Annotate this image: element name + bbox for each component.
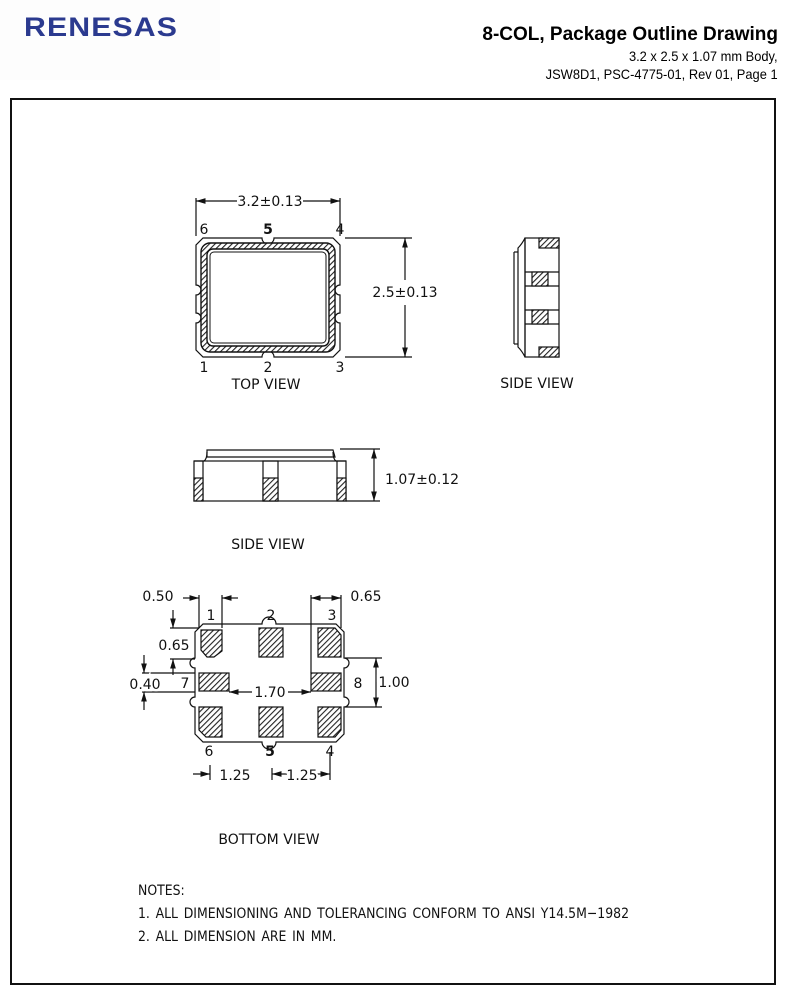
notes-heading: NOTES: bbox=[138, 883, 185, 899]
bottom-pin-8: 8 bbox=[354, 676, 363, 692]
bottom-dim-pitch-left: 1.25 bbox=[219, 768, 250, 784]
side-view-height-dim: 1.07±0.12 bbox=[385, 472, 459, 488]
bottom-pin-3: 3 bbox=[328, 608, 337, 624]
top-pin-6: 6 bbox=[200, 222, 209, 238]
side-view-right-label: SIDE VIEW bbox=[500, 376, 574, 392]
logo-area: RENESAS bbox=[0, 0, 220, 80]
top-pin-1: 1 bbox=[200, 360, 209, 376]
bottom-dim-side-pad-gap: 1.70 bbox=[254, 685, 285, 701]
bottom-dim-side-pad-height: 0.40 bbox=[129, 677, 160, 693]
bottom-view-label: BOTTOM VIEW bbox=[218, 832, 319, 848]
bottom-view bbox=[141, 595, 382, 780]
top-view bbox=[195, 198, 412, 358]
bottom-pin-7: 7 bbox=[181, 676, 190, 692]
top-pin-2: 2 bbox=[264, 360, 273, 376]
drawing-title-block: 8-COL, Package Outline Drawing 3.2 x 2.5… bbox=[482, 23, 778, 83]
top-pin-4: 4 bbox=[336, 222, 345, 238]
top-view-height-dim: 2.5±0.13 bbox=[372, 285, 437, 301]
side-view-front bbox=[193, 448, 380, 502]
bottom-dim-pitch-right: 1.25 bbox=[286, 768, 317, 784]
bottom-pin-5: 5 bbox=[265, 744, 275, 760]
bottom-dim-side-pitch: 1.00 bbox=[378, 675, 409, 691]
bottom-pin-4: 4 bbox=[326, 744, 335, 760]
bottom-pin-1: 1 bbox=[207, 608, 216, 624]
side-view-front-label: SIDE VIEW bbox=[231, 537, 305, 553]
notes-block: NOTES: 1. ALL DIMENSIONING AND TOLERANCI… bbox=[138, 880, 629, 949]
bottom-dim-corner-pad-width: 0.65 bbox=[350, 589, 381, 605]
top-view-width-dim: 3.2±0.13 bbox=[237, 194, 302, 210]
note-item: 2. ALL DIMENSION ARE IN MM. bbox=[138, 929, 337, 945]
top-pin-5: 5 bbox=[263, 222, 273, 238]
drawing-title: 8-COL, Package Outline Drawing bbox=[482, 24, 778, 45]
renesas-logo: RENESAS bbox=[24, 12, 179, 42]
top-pin-3: 3 bbox=[336, 360, 345, 376]
note-item: 1. ALL DIMENSIONING AND TOLERANCING CONF… bbox=[138, 906, 630, 922]
drawing-subtitle-body: 3.2 x 2.5 x 1.07 mm Body, bbox=[629, 48, 778, 64]
top-view-label: TOP VIEW bbox=[231, 377, 301, 393]
bottom-dim-pad-width: 0.50 bbox=[142, 589, 173, 605]
drawing-subtitle-ref: JSW8D1, PSC-4775-01, Rev 01, Page 1 bbox=[546, 66, 778, 82]
side-view-right bbox=[513, 237, 560, 358]
bottom-pin-6: 6 bbox=[205, 744, 214, 760]
bottom-pin-2: 2 bbox=[267, 608, 276, 624]
bottom-dim-pad-height: 0.65 bbox=[158, 638, 189, 654]
drawing-frame bbox=[10, 98, 776, 985]
